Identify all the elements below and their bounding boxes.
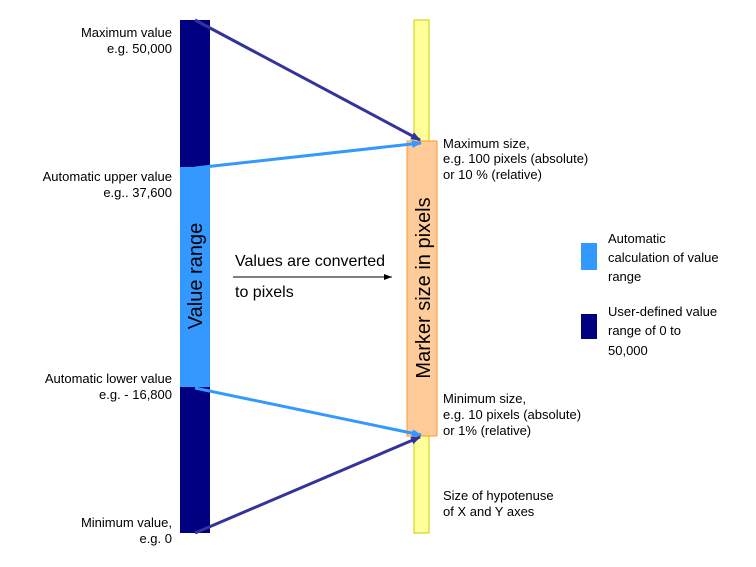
legend-user-line3: 50,000: [608, 343, 648, 358]
legend-user-line2: range of 0 to: [608, 323, 681, 338]
automatic-range-bar: [180, 167, 210, 387]
min-size-line2: e.g. 10 pixels (absolute): [443, 407, 581, 422]
upper-value-label: Automatic upper value: [43, 169, 172, 184]
max-value-example: e.g. 50,000: [107, 41, 172, 56]
min-value-label: Minimum value,: [81, 515, 172, 530]
conversion-text-line2: to pixels: [235, 284, 294, 301]
lower-value-example: e.g. - 16,800: [99, 387, 172, 402]
legend-automatic-line2: calculation of value: [608, 250, 719, 265]
legend-user-line1: User-defined value: [608, 304, 717, 319]
legend-automatic-line3: range: [608, 269, 641, 284]
min-size-line1: Minimum size,: [443, 391, 526, 406]
lower-value-arrow: [194, 386, 422, 438]
max-size-line2: e.g. 100 pixels (absolute): [443, 151, 588, 166]
lower-value-label: Automatic lower value: [45, 371, 172, 386]
legend-automatic-swatch: [581, 243, 597, 270]
max-value-arrow: [194, 18, 421, 142]
min-value-arrow: [194, 435, 421, 535]
upper-value-example: e.g.. 37,600: [103, 185, 172, 200]
legend-user-swatch: [581, 314, 597, 339]
hypotenuse-line2: of X and Y axes: [443, 504, 535, 519]
max-size-line1: Maximum size,: [443, 136, 530, 151]
max-value-label: Maximum value: [81, 25, 172, 40]
value-range-title: Value range: [185, 223, 207, 329]
marker-size-bar: [406, 140, 438, 437]
hypotenuse-line1: Size of hypotenuse: [443, 488, 554, 503]
upper-value-arrow: [194, 140, 422, 170]
min-value-example: e.g. 0: [139, 531, 172, 546]
max-size-line3: or 10 % (relative): [443, 167, 542, 182]
marker-size-title: Marker size in pixels: [413, 197, 435, 378]
min-size-line3: or 1% (relative): [443, 423, 531, 438]
legend-automatic-line1: Automatic: [608, 231, 666, 246]
conversion-text-line1: Values are converted: [235, 253, 385, 270]
